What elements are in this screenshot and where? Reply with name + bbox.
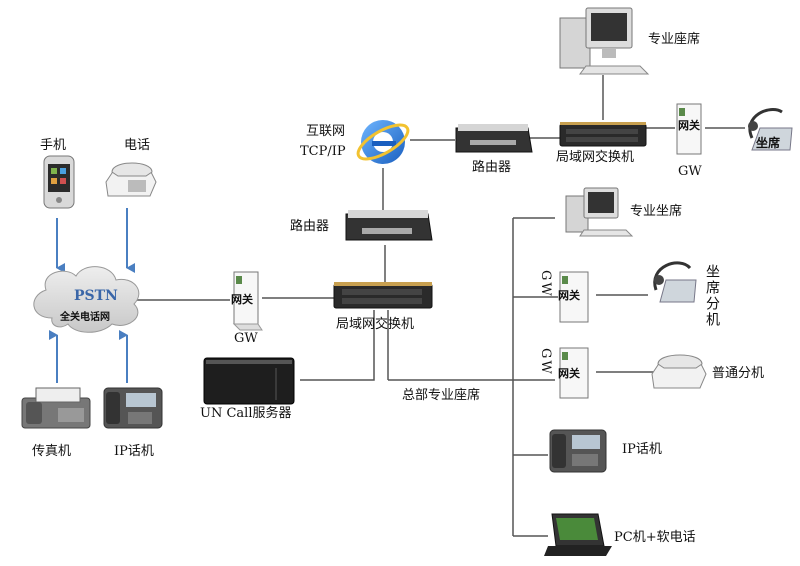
label-ip-phone-right: IP话机 — [622, 442, 662, 457]
label-pstn-sub: 全关电话网 — [60, 312, 110, 323]
pro-seat-top-pc-icon — [559, 7, 650, 75]
label-tcpip: TCP/IP — [300, 144, 346, 159]
uncall-server-icon — [203, 357, 295, 405]
label-pc-softphone: PC机+软电话 — [614, 530, 696, 545]
label-normal-extension: 普通分机 — [712, 366, 765, 381]
label-hq-seat: 总部专业座席 — [402, 388, 481, 403]
internet-explorer-icon — [356, 120, 410, 164]
label-gw-top: GW — [678, 164, 702, 179]
gw-mid-badge: 网关 — [558, 289, 580, 302]
label-fax: 传真机 — [32, 444, 72, 459]
desk-phone-icon — [105, 162, 157, 197]
label-pstn: PSTN — [74, 288, 118, 304]
label-gw-left: GW — [234, 331, 258, 346]
link-switch-server — [300, 310, 375, 381]
gw-low-device-icon — [559, 347, 589, 399]
top-switch-icon — [559, 122, 647, 147]
label-mobile: 手机 — [40, 138, 67, 153]
gw-left-badge: 网关 — [231, 293, 253, 306]
central-router-icon — [345, 210, 433, 241]
headset-top-icon — [748, 108, 793, 151]
label-router-mid: 路由器 — [290, 219, 330, 234]
label-router-top: 路由器 — [472, 160, 512, 175]
label-gw-vertical-mid: GW — [538, 270, 553, 298]
pstn-cloud-icon — [33, 266, 140, 333]
label-pro-seat-top: 专业座席 — [648, 32, 701, 47]
fax-icon — [21, 387, 91, 429]
label-internet: 互联网 — [306, 124, 346, 139]
connection-lines — [135, 75, 745, 537]
ip-phone-left-icon — [103, 387, 163, 429]
label-seat-top-right: 坐席 — [756, 136, 781, 150]
label-lan-switch-center: 局域网交换机 — [336, 317, 415, 332]
pc-softphone-laptop-icon — [544, 513, 612, 556]
top-router-icon — [455, 124, 533, 153]
central-switch-icon — [333, 282, 433, 309]
pro-seat-mid-pc-icon — [565, 187, 634, 237]
ip-phone-right-icon — [549, 429, 607, 473]
label-ip-phone-left: IP话机 — [114, 444, 154, 459]
pstn-arrows — [49, 208, 135, 383]
gw-left-device-icon — [232, 271, 263, 331]
label-phone: 电话 — [124, 138, 151, 153]
normal-extension-phone-icon — [651, 354, 707, 389]
mobile-phone-icon — [43, 155, 75, 209]
label-pro-seat-mid: 专业坐席 — [630, 204, 683, 219]
gw-top-device-icon — [676, 103, 702, 155]
label-lan-switch-top: 局域网交换机 — [556, 150, 635, 165]
gw-mid-device-icon — [559, 271, 589, 323]
gw-top-badge: 网关 — [678, 119, 700, 132]
gw-low-badge: 网关 — [558, 367, 580, 380]
seat-extension-headset-icon — [653, 261, 697, 303]
label-gw-vertical-low: GW — [538, 348, 553, 376]
label-seat-extension: 坐席分机 — [704, 264, 720, 328]
label-uncall-server: UN Call服务器 — [200, 406, 292, 421]
